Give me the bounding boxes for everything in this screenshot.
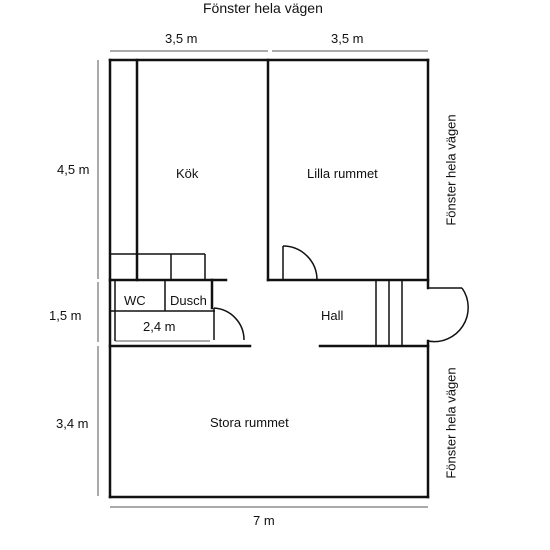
room-label-wc: WC — [124, 293, 146, 308]
door-lilla-swing — [282, 245, 318, 281]
dimension-left-lower: 3,4 m — [56, 416, 89, 431]
room-label-hall: Hall — [321, 308, 344, 323]
window-label-right-lower: Fönster hela vägen — [443, 367, 459, 479]
dimension-bottom: 7 m — [253, 513, 275, 528]
room-label-dusch: Dusch — [170, 293, 207, 308]
window-label-top: Fönster hela vägen — [203, 0, 323, 16]
room-label-lilla-rummet: Lilla rummet — [307, 166, 378, 181]
room-label-kok: Kök — [176, 166, 199, 181]
room-label-stora-rummet: Stora rummet — [210, 415, 289, 430]
door-entrance-swing — [427, 287, 469, 343]
dimension-left-upper: 4,5 m — [57, 162, 90, 177]
door-bathroom-swing — [213, 307, 245, 341]
dimension-inner: 2,4 m — [143, 319, 176, 334]
dimension-top-right: 3,5 m — [331, 31, 364, 46]
window-label-right-upper: Fönster hela vägen — [443, 114, 459, 226]
dimension-top-left: 3,5 m — [165, 31, 198, 46]
dimension-left-middle: 1,5 m — [49, 308, 82, 323]
